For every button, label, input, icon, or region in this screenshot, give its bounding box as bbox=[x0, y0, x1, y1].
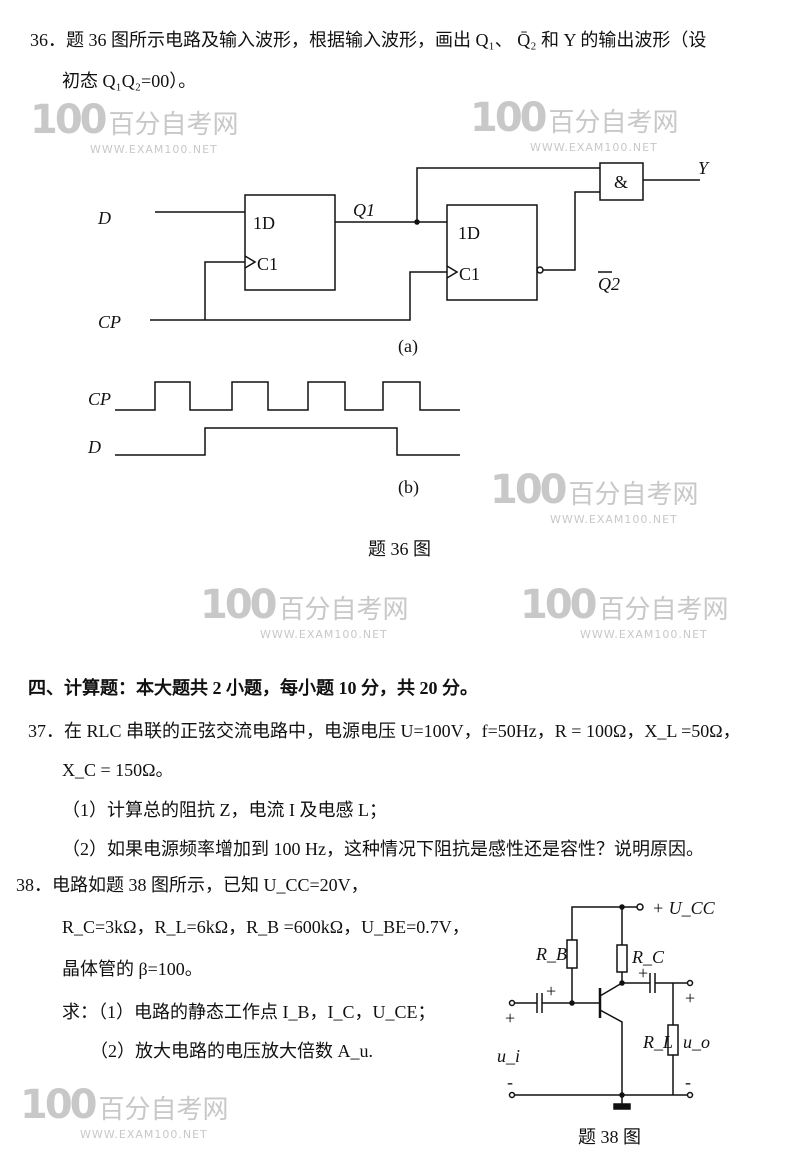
plus-label: + bbox=[638, 963, 648, 983]
rc-label: R_C bbox=[631, 947, 665, 967]
resistor-rb bbox=[566, 939, 578, 969]
and-gate bbox=[599, 162, 644, 201]
label-d: D bbox=[97, 208, 111, 228]
q37-line1: 37．在 RLC 串联的正弦交流电路中，电源电压 U=100V，f=50Hz，R… bbox=[28, 721, 741, 741]
plus-label: + bbox=[546, 981, 556, 1001]
circuit-38: + U_CC R_B R_C + + + R_L u_o + u_i - - bbox=[497, 898, 716, 1110]
resistor-rc bbox=[616, 944, 628, 973]
q38-ask2: （2）放大电路的电压放大倍数 A_u. bbox=[90, 1041, 373, 1061]
q1-label: Q1 bbox=[353, 200, 375, 220]
uo-label: u_o bbox=[683, 1032, 710, 1052]
figure-38-caption: 题 38 图 bbox=[578, 1127, 641, 1147]
waveforms-36b: CP D (b) bbox=[87, 381, 460, 498]
flip-flop-2 bbox=[446, 204, 538, 301]
ff2-c-label: C1 bbox=[459, 264, 480, 284]
minus-label: - bbox=[685, 1072, 691, 1092]
caption-a: (a) bbox=[398, 336, 418, 357]
q38-ask1: 求：（1）电路的静态工作点 I_B，I_C，U_CE； bbox=[62, 1002, 436, 1022]
cp-waveform bbox=[115, 381, 460, 411]
q38-line3: 晶体管的 β=100。 bbox=[62, 959, 203, 979]
q38-line2: R_C=3kΩ，R_L=6kΩ，R_B =600kΩ，U_BE=0.7V， bbox=[62, 917, 470, 937]
minus-label: - bbox=[507, 1072, 513, 1092]
q38-line1: 38．电路如题 38 图所示，已知 U_CC=20V， bbox=[16, 875, 369, 895]
plus-label: + bbox=[685, 988, 695, 1008]
ff1-c-label: C1 bbox=[257, 254, 278, 274]
q37-sub1: （1）计算总的阻抗 Z，电流 I 及电感 L； bbox=[62, 800, 387, 820]
resistor-rl bbox=[667, 1024, 679, 1056]
d-waveform bbox=[115, 427, 460, 456]
and-label: & bbox=[614, 172, 628, 192]
section-4-heading: 四、计算题：本大题共 2 小题，每小题 10 分，共 20 分。 bbox=[28, 678, 478, 698]
wave-cp-label: CP bbox=[88, 389, 111, 409]
figure-36-caption: 题 36 图 bbox=[368, 539, 431, 559]
plus-label: + bbox=[505, 1008, 515, 1028]
ui-label: u_i bbox=[497, 1046, 520, 1066]
rl-label: R_L bbox=[642, 1032, 673, 1052]
flip-flop-1 bbox=[244, 194, 336, 291]
q36-line1: 36．题 36 图所示电路及输入波形，根据输入波形，画出 Q₁、 Q̄₂ 和 Y… bbox=[30, 30, 707, 50]
circuit-36a: D CP 1D C1 Q1 1D C1 Q2 & Y (a) bbox=[97, 158, 710, 357]
ucc-label: + U_CC bbox=[652, 898, 716, 918]
label-cp: CP bbox=[98, 312, 121, 332]
q37-line2: X_C = 150Ω。 bbox=[62, 760, 174, 780]
wave-d-label: D bbox=[87, 437, 101, 457]
ff1-d-label: 1D bbox=[253, 213, 275, 233]
caption-b: (b) bbox=[398, 477, 419, 498]
q36-line2: 初态 Q₁Q₂=00）。 bbox=[62, 71, 197, 91]
q2bar-label: Q2 bbox=[598, 274, 620, 294]
ground-icon bbox=[613, 1103, 631, 1110]
y-label: Y bbox=[698, 158, 710, 178]
rb-label: R_B bbox=[535, 944, 567, 964]
q37-sub2: （2）如果电源频率增加到 100 Hz，这种情况下阻抗是感性还是容性？说明原因。 bbox=[62, 839, 704, 859]
ff2-d-label: 1D bbox=[458, 223, 480, 243]
